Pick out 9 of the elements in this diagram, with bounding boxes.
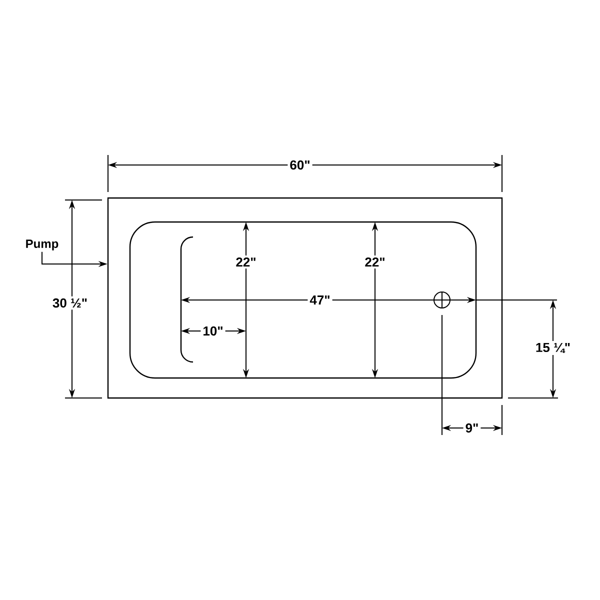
dimension-label: 10" (200, 324, 226, 338)
dimension-label: 60" (288, 158, 312, 172)
tub-outline (107, 197, 503, 399)
dimension-label: 15 ¼" (533, 340, 573, 356)
dimension-label: 22" (234, 255, 258, 269)
dimension-label: 22" (362, 255, 388, 269)
pump-label: Pump (26, 240, 58, 250)
dimension-label: 47" (308, 294, 332, 306)
dimension-label: 30 ½" (50, 296, 90, 310)
